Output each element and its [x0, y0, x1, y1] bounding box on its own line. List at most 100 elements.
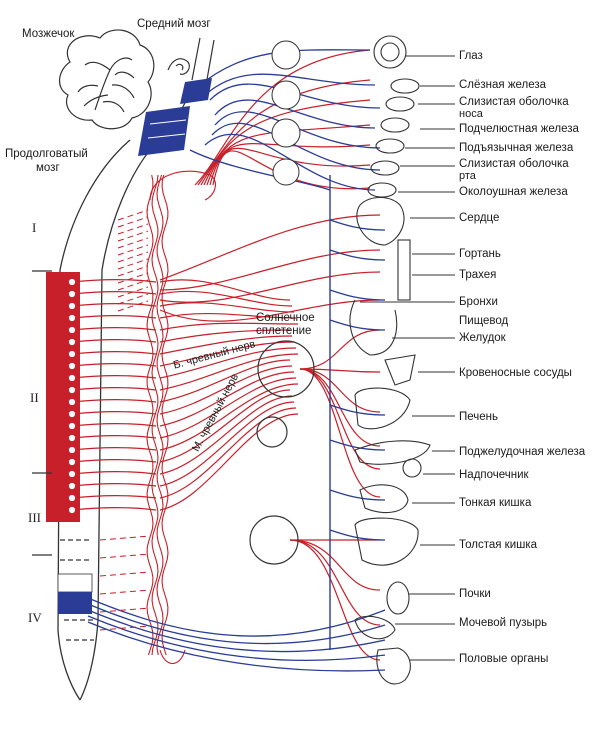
region-label-4: IV — [28, 610, 42, 625]
spinal-root-fiber — [71, 459, 157, 463]
organ-label-nasal-mucosa-line2: носа — [459, 108, 483, 120]
splanchnic-fiber — [159, 401, 295, 487]
cervical-sympathetic-fiber — [200, 99, 371, 186]
thoracic-sympathetic-fiber — [159, 214, 381, 281]
spinal-root-node — [68, 350, 76, 358]
abdominal-sympathetic-fiber — [299, 329, 381, 370]
dashed-fiber-stub — [117, 230, 149, 242]
sacral-parasympathetic-fiber — [87, 621, 386, 672]
vagus-branch-fiber — [329, 289, 386, 301]
sympathetic-chain-strand — [146, 174, 154, 656]
gland-drawing — [385, 96, 415, 112]
dashed-fiber-stub — [99, 535, 151, 541]
cervical-sympathetic-fiber — [209, 147, 371, 186]
dashed-fiber-stub — [117, 209, 149, 221]
spinal-root-fiber — [71, 435, 157, 439]
abdominal-sympathetic-fiber — [299, 368, 381, 373]
spinal-root-node — [68, 398, 76, 406]
spinal-root-node — [68, 386, 76, 394]
sacral-parasympathetic-fiber — [87, 603, 386, 645]
vagus-main-fiber — [189, 149, 331, 191]
genital-drawing — [376, 647, 411, 685]
organ-label-blood-vessels: Кровеносные сосуды — [459, 367, 572, 379]
spinal-root-node — [68, 446, 76, 454]
organ-label-bronchi: Бронхи — [459, 296, 498, 308]
cranial-parasympathetic-fiber — [204, 133, 376, 191]
splanchnic-fiber — [159, 335, 293, 355]
organ-label-parotid-gland: Околоушная железа — [459, 186, 568, 198]
dashed-fiber-stub — [117, 293, 149, 305]
sympathetic-chain-strand — [156, 174, 164, 656]
vagus-branch-fiber — [329, 319, 386, 331]
splanchnic-fiber — [159, 377, 297, 439]
sympathetic-chain-top — [149, 170, 216, 201]
spinal-root-node — [68, 302, 76, 310]
sympathetic-chain-strand — [151, 174, 159, 656]
splanchnic-fiber — [159, 413, 299, 511]
spinal-root-node — [68, 410, 76, 418]
sacral-parasympathetic-fiber — [87, 615, 386, 662]
splanchnic-fiber — [159, 395, 293, 475]
organ-label-esophagus: Пищевод — [459, 315, 509, 327]
sympathetic-chain — [146, 170, 216, 665]
spinal-root-node — [68, 470, 76, 478]
dashed-fiber-stub — [117, 216, 149, 228]
abdominal-sympathetic-fiber — [289, 539, 381, 626]
spinal-root-node — [68, 374, 76, 382]
organ-label-lacrimal-gland: Слёзная железа — [459, 79, 547, 91]
stomach-drawing — [349, 299, 398, 356]
dashed-fiber-stub — [117, 223, 149, 235]
vagus-branch-fiber — [329, 439, 386, 451]
spinal-root-node — [68, 314, 76, 322]
splanchnic-fiber — [159, 279, 291, 301]
organ-label-trachea: Трахея — [459, 269, 497, 281]
spinal-root-fiber — [71, 279, 157, 283]
medulla-label-line2: мозг — [36, 162, 60, 174]
sympathetic-chain-bottom — [159, 649, 186, 665]
cerebellum-drawing — [59, 29, 155, 130]
spinal-root-fiber — [71, 291, 157, 295]
vagus-branch-fiber — [329, 489, 386, 501]
splanchnic-fiber — [159, 407, 297, 499]
dashed-fiber-stub — [99, 589, 151, 595]
medulla-label-line1: Продолговатый — [5, 148, 88, 160]
vagus-branch-fiber — [329, 404, 386, 416]
splanchnic-fiber — [159, 329, 291, 343]
spinal-root-node — [68, 458, 76, 466]
spinal-root-fiber — [71, 315, 157, 319]
dashed-fiber-stub — [99, 553, 151, 559]
organ-label-sublingual-gland: Подъязычная железа — [459, 142, 574, 154]
vagus-branch-fiber — [329, 219, 386, 231]
cranial-ganglia — [271, 40, 301, 186]
spinal-root-fiber — [71, 303, 157, 307]
dashed-fiber-stub — [117, 237, 149, 249]
splanchnic-fiber — [159, 341, 295, 367]
spinal-root-fiber — [71, 327, 157, 331]
eye-pupil-drawing — [380, 42, 400, 62]
splanchnic-fiber — [159, 302, 295, 313]
spinal-root-node — [68, 434, 76, 442]
solar-plexus — [249, 340, 315, 565]
thoracic-sympathetic-fiber — [159, 249, 381, 291]
spinal-root-node — [68, 422, 76, 430]
cranial-parasympathetic-fiber — [204, 73, 376, 96]
spinal-root-fiber — [71, 387, 157, 391]
splanchnic-fiber — [159, 353, 299, 391]
spinal-root-node — [68, 506, 76, 514]
organ-label-stomach: Желудок — [459, 332, 506, 344]
cranial-ganglion-circle — [272, 158, 300, 186]
region-label-1: I — [32, 220, 37, 235]
spinal-root-fiber — [71, 507, 157, 511]
organ-illustrations — [349, 35, 431, 685]
abdominal-sympathetic-fiber — [299, 368, 381, 470]
cervical-sympathetic-fiber — [203, 124, 371, 186]
spinal-root-fiber — [71, 495, 157, 499]
cervical-sympathetic-fiber — [194, 49, 371, 186]
gland-drawing — [380, 117, 410, 133]
dashed-fiber-stub — [117, 286, 149, 298]
spinal-root-node — [68, 494, 76, 502]
spinal-root-fiber — [71, 351, 157, 355]
vagus-branch-fiber — [329, 529, 386, 541]
cranial-ganglion-circle — [271, 118, 301, 148]
